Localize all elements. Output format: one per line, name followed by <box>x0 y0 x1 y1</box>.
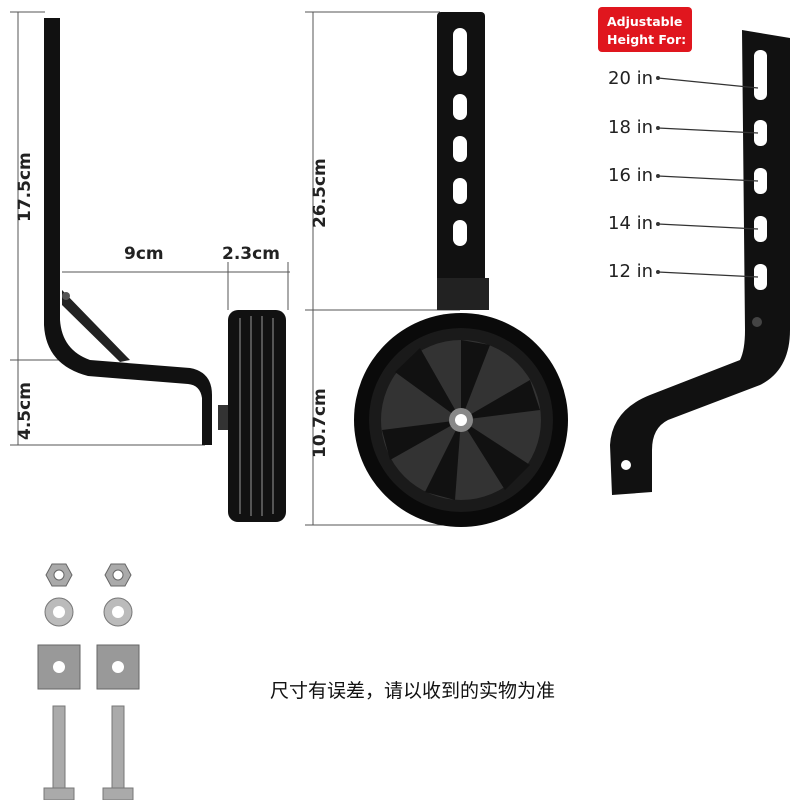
center-dimension-lines <box>305 11 460 526</box>
spacer-block-icon <box>37 644 140 690</box>
dim-total-height: 26.5cm <box>310 158 330 228</box>
right-bracket-image <box>610 30 790 495</box>
adjustable-height-badge: Adjustable Height For: <box>598 7 692 52</box>
dim-wheel-diameter: 10.7cm <box>310 388 330 458</box>
size-disclaimer-note: 尺寸有误差，请以收到的实物为准 <box>270 680 555 702</box>
height-label-14: 14 in <box>608 213 653 234</box>
washer-icon <box>44 597 133 627</box>
height-label-12: 12 in <box>608 261 653 282</box>
left-bracket-image <box>44 18 228 445</box>
badge-line1: Adjustable <box>607 14 682 29</box>
wheel-front-image <box>354 12 568 527</box>
height-labels: 20 in 18 in 16 in 14 in 12 in <box>608 68 759 282</box>
height-label-18: 18 in <box>608 117 653 138</box>
height-label-16: 16 in <box>608 165 653 186</box>
dim-bracket-upper: 17.5cm <box>15 152 35 222</box>
dim-wheel-width: 2.3cm <box>222 244 280 264</box>
nut-icon <box>45 563 132 587</box>
hardware-set-image <box>37 563 140 800</box>
wheel-side-image <box>228 310 286 522</box>
left-dimension-lines <box>10 11 290 446</box>
badge-line2: Height For: <box>607 32 686 47</box>
height-label-20: 20 in <box>608 68 653 89</box>
dim-arm-length: 9cm <box>124 244 164 264</box>
dim-bracket-lower: 4.5cm <box>15 382 35 440</box>
bolt-icon <box>43 705 134 800</box>
